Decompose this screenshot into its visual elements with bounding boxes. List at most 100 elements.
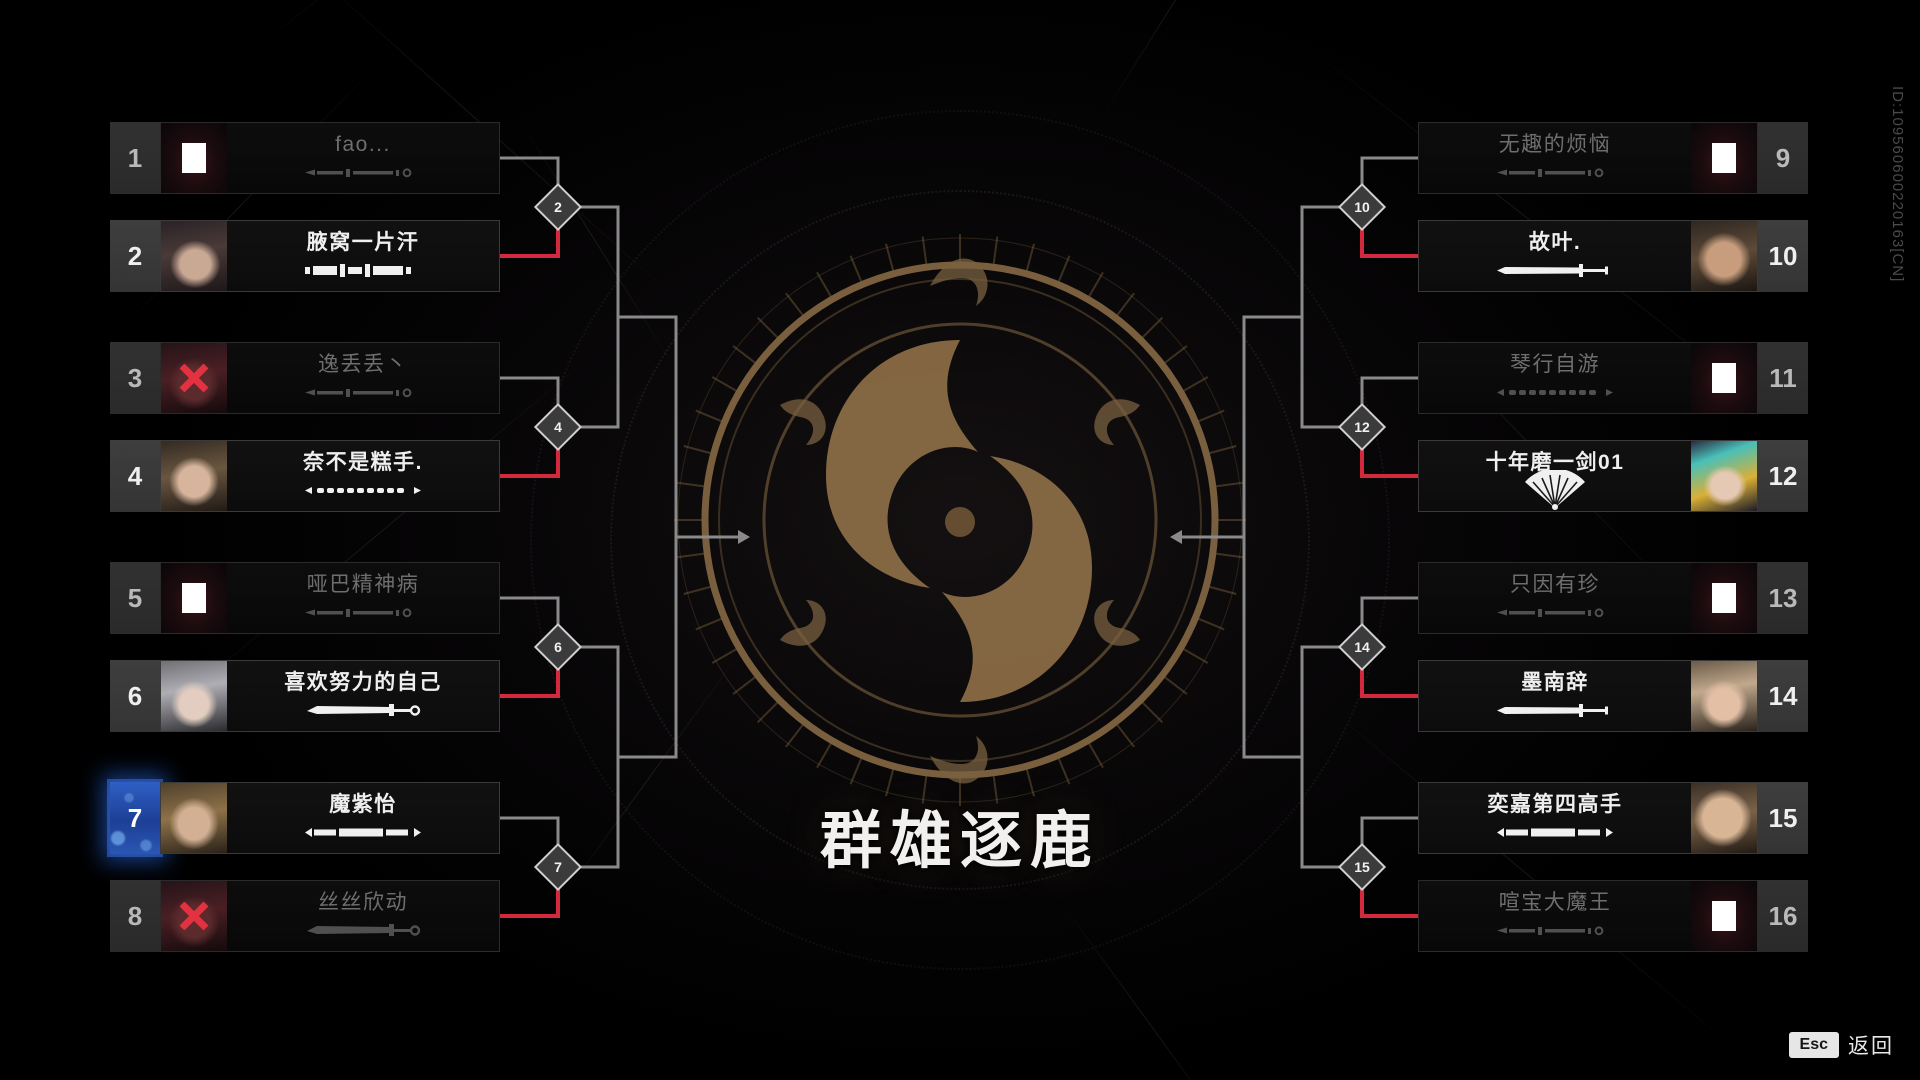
bracket-seat-row[interactable]: 10 故叶. [1418,220,1808,292]
seat-number-label: 4 [127,460,143,491]
seat-number-label: 2 [127,240,143,271]
player-card[interactable]: 奈不是糕手. [160,440,500,512]
player-card[interactable]: 喜欢努力的自己 [160,660,500,732]
player-card[interactable]: 魔紫怡 [160,782,500,854]
weapon-icon [303,480,423,500]
weapon-icon [303,822,423,842]
player-card[interactable]: 十年磨一剑01 [1418,440,1758,512]
player-info: 喜欢努力的自己 [227,661,499,731]
seat-number-label: 1 [127,142,143,173]
player-card[interactable]: 无趣的烦恼 [1418,122,1758,194]
weapon-icon [1495,920,1615,940]
player-card[interactable]: 只因有珍 [1418,562,1758,634]
player-card[interactable]: 墨南辞 [1418,660,1758,732]
player-info: 奈不是糕手. [227,441,499,511]
avatar-portrait [1691,661,1757,731]
player-name: 丝丝欣动 [318,891,408,914]
seat-number-label: 13 [1768,582,1798,613]
seat-number-label: 10 [1768,240,1798,271]
offline-plug-icon [1691,563,1757,633]
esc-return-bar[interactable]: Esc 返回 [1788,1030,1894,1060]
player-name: fao... [335,133,391,156]
avatar [1691,783,1757,853]
player-card[interactable]: 逸丢丢丶 [160,342,500,414]
weapon-icon [303,602,423,622]
player-card[interactable]: 故叶. [1418,220,1758,292]
player-card[interactable]: 丝丝欣动 [160,880,500,952]
avatar [1691,661,1757,731]
bracket-seat-row[interactable]: 13 只因有珍 [1418,562,1808,634]
offline-plug-icon [1691,343,1757,413]
player-info: 魔紫怡 [227,783,499,853]
seat-number: 11 [1758,342,1808,414]
seat-number-label: 5 [127,582,143,613]
player-name: 无趣的烦恼 [1498,133,1612,156]
bracket-seat-row[interactable]: 11 琴行自游 [1418,342,1808,414]
seat-number-label: 7 [127,802,143,833]
bracket-seat-row[interactable]: 4 奈不是糕手. [110,440,500,512]
seat-number-label: 8 [127,900,143,931]
weapon-icon [1495,260,1615,280]
weapon-icon [1495,602,1615,622]
player-card[interactable]: 喧宝大魔王 [1418,880,1758,952]
player-name: 喜欢努力的自己 [284,671,442,694]
seat-number: 3 [110,342,160,414]
seat-number: 16 [1758,880,1808,952]
avatar-portrait [161,441,227,511]
seat-number: 12 [1758,440,1808,512]
weapon-icon [303,260,423,280]
weapon-icon [1519,470,1591,510]
weapon-icon [1495,700,1615,720]
player-card[interactable]: 哑巴精神病 [160,562,500,634]
match-badge-label: 12 [1354,419,1370,435]
seat-number: 8 [110,880,160,952]
esc-key-badge: Esc [1788,1032,1839,1058]
esc-return-label: 返回 [1848,1035,1894,1058]
bracket-seat-row[interactable]: 2 腋窝一片汗 [110,220,500,292]
bracket-seat-row[interactable]: 8 丝丝欣动 [110,880,500,952]
avatar [1691,221,1757,291]
player-info: 奕嘉第四高手 [1419,783,1691,853]
offline-plug-icon [161,123,227,193]
seat-number-label: 14 [1768,680,1798,711]
weapon-icon [1495,162,1615,182]
seat-number-label: 12 [1768,460,1798,491]
match-badge-label: 6 [554,639,562,655]
offline-plug-icon [1691,123,1757,193]
player-info: 琴行自游 [1419,343,1691,413]
avatar [161,881,227,951]
avatar [161,343,227,413]
weapon-icon [1495,822,1615,842]
player-card[interactable]: fao... [160,122,500,194]
offline-plug-icon [1691,881,1757,951]
avatar-portrait [161,221,227,291]
bracket-seat-row[interactable]: 12 十年磨一剑01 [1418,440,1808,512]
match-badge-label: 7 [554,859,562,875]
player-name: 琴行自游 [1510,353,1600,376]
player-info: 腋窝一片汗 [227,221,499,291]
player-info: 墨南辞 [1419,661,1691,731]
bracket-seat-row[interactable]: 1 fao... [110,122,500,194]
page-title: 群雄逐鹿 [819,807,1101,876]
player-card[interactable]: 琴行自游 [1418,342,1758,414]
bracket-seat-row[interactable]: 7 魔紫怡 [110,782,500,854]
player-info: 十年磨一剑01 [1419,441,1691,511]
avatar [1691,441,1757,511]
bracket-seat-row[interactable]: 14 墨南辞 [1418,660,1808,732]
player-card[interactable]: 腋窝一片汗 [160,220,500,292]
player-info: fao... [227,123,499,193]
player-name: 魔紫怡 [329,793,397,816]
weapon-icon [303,162,423,182]
player-card[interactable]: 奕嘉第四高手 [1418,782,1758,854]
weapon-icon [1495,382,1615,402]
seat-number: 1 [110,122,160,194]
player-name: 十年磨一剑01 [1485,451,1625,474]
bracket-seat-row[interactable]: 5 哑巴精神病 [110,562,500,634]
seat-number: 13 [1758,562,1808,634]
player-info: 丝丝欣动 [227,881,499,951]
